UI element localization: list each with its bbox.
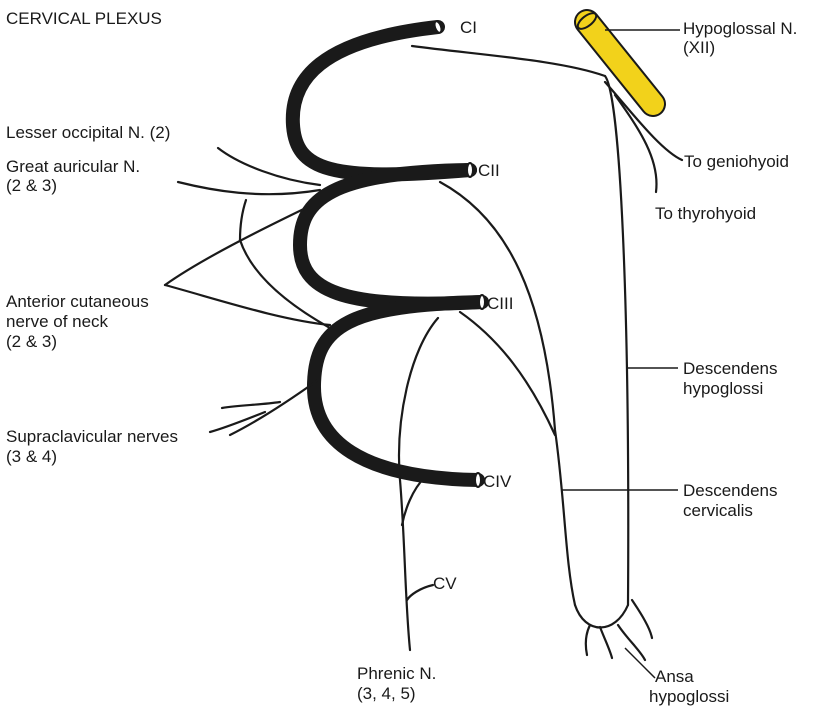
label-supraclavicular-line2: (3 & 4) [6, 447, 57, 466]
label-anterior-cutaneous-line1: Anterior cutaneous [6, 292, 149, 311]
label-supraclavicular-line1: Supraclavicular nerves [6, 427, 178, 446]
ansa-twig-4 [632, 600, 652, 638]
label-descendens-hypoglossi-line2: hypoglossi [683, 379, 763, 398]
anterior-cutaneous-stub [240, 200, 246, 240]
label-phrenic-line1: Phrenic N. [357, 664, 436, 683]
label-geniohyoid: To geniohyoid [684, 152, 789, 171]
label-lesser-occipital: Lesser occipital N. (2) [6, 123, 170, 142]
supraclavicular-branch [230, 380, 318, 435]
diagram-title: CERVICAL PLEXUS [6, 9, 162, 28]
c4-cap [475, 473, 481, 487]
supraclavicular-twig-1 [222, 402, 280, 408]
ansa-twig-2 [600, 627, 612, 658]
root-label-c5: CV [433, 574, 457, 593]
supraclavicular-twig-2 [210, 412, 265, 432]
c4-to-phrenic [402, 477, 425, 525]
root-label-c1: CI [460, 18, 477, 37]
ansa-twig-1 [586, 625, 590, 655]
label-descendens-cervicalis-line2: cervicalis [683, 501, 753, 520]
anterior-cutaneous-branch [165, 285, 330, 325]
label-great-auricular-line2: (2 & 3) [6, 176, 57, 195]
branches [165, 46, 682, 660]
descendens-hypoglossi-line [605, 76, 628, 605]
label-anterior-cutaneous-line2: nerve of neck [6, 312, 109, 331]
ansa-loop [575, 605, 628, 628]
c5-to-phrenic [407, 585, 433, 600]
label-descendens-cervicalis-line1: Descendens [683, 481, 778, 500]
label-thyrohyoid: To thyrohyoid [655, 204, 756, 223]
root-label-c4: CIV [483, 472, 512, 491]
c1-to-hypoglossal [412, 46, 605, 76]
label-ansa-line2: hypoglossi [649, 687, 729, 706]
root-label-c3: CIII [487, 294, 513, 313]
descendens-cervicalis-line [440, 182, 575, 605]
c2-cap [467, 163, 473, 177]
c3-cap [479, 295, 485, 309]
label-phrenic-line2: (3, 4, 5) [357, 684, 416, 703]
plexus-loops [293, 27, 482, 480]
label-anterior-cutaneous-line3: (2 & 3) [6, 332, 57, 351]
root-caps [433, 20, 485, 487]
root-label-c2: CII [478, 161, 500, 180]
label-hypoglossal-line1: Hypoglossal N. [683, 19, 797, 38]
great-auricular-branch [178, 182, 320, 194]
label-descendens-hypoglossi-line1: Descendens [683, 359, 778, 378]
label-great-auricular-line1: Great auricular N. [6, 157, 140, 176]
label-ansa-line1: Ansa [655, 667, 694, 686]
hypoglossal-nerve [575, 10, 653, 104]
anterior-cutaneous-upper [165, 205, 312, 285]
label-hypoglossal-line2: (XII) [683, 38, 715, 57]
leader-lines [561, 30, 680, 678]
